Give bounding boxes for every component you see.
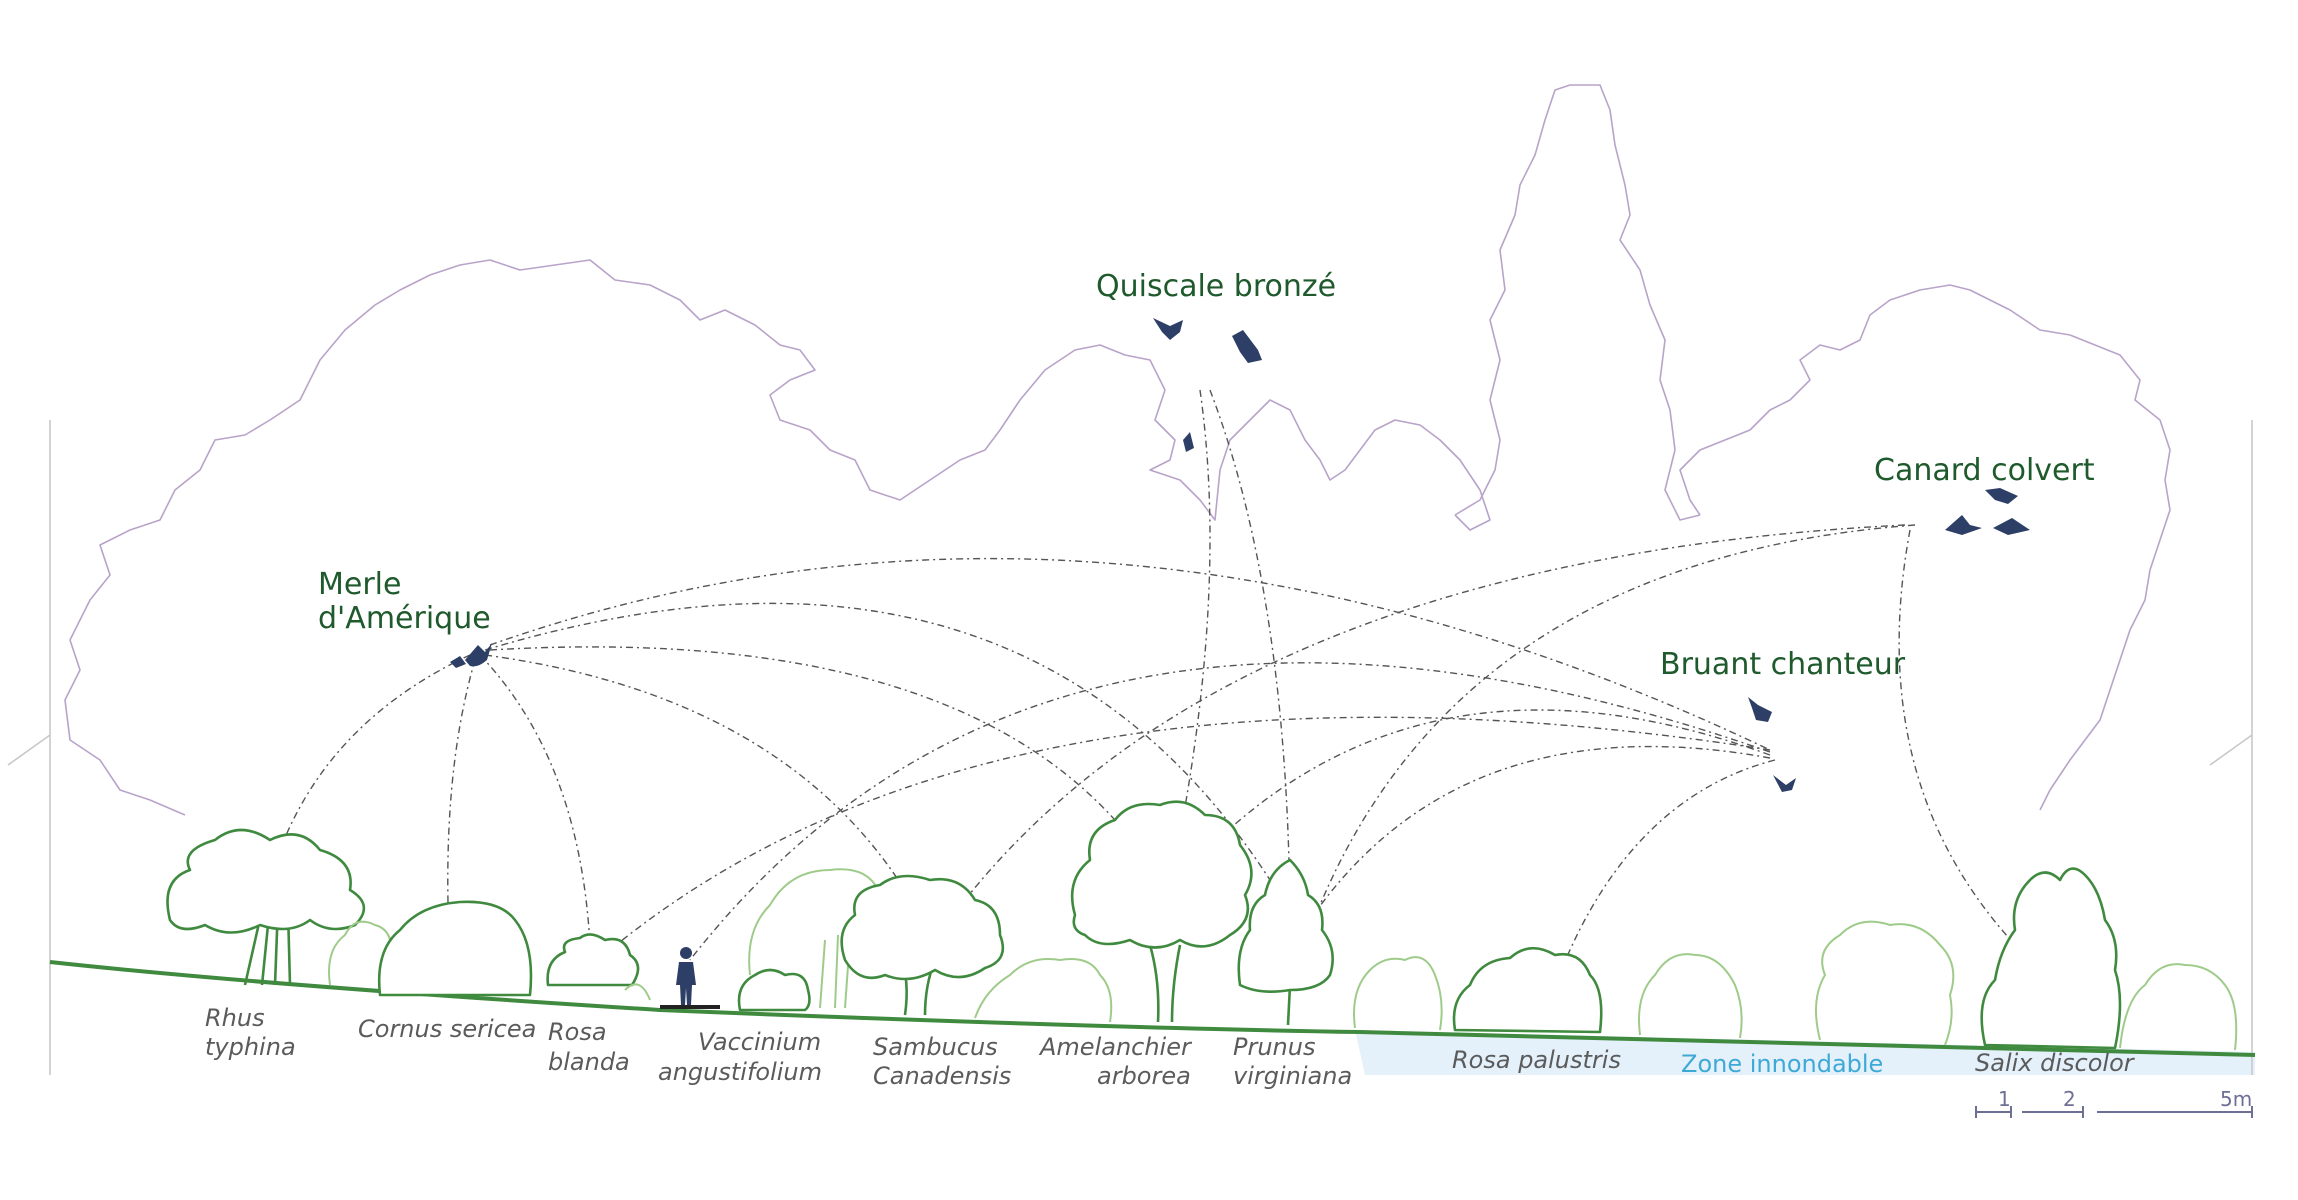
salix-discolor-shrub <box>1980 867 2122 1050</box>
flight-bruant-vaccinium <box>689 662 1771 961</box>
bird-icon-quiscale-2 <box>1232 330 1262 363</box>
light-shrub-end <box>2119 963 2238 1051</box>
label-merle-line2: d'Amérique <box>318 601 491 636</box>
left-break-mark <box>7 420 51 1075</box>
amelanchier-arborea-tree <box>1070 800 1253 1023</box>
bird-icon-canard-2 <box>1945 515 1982 535</box>
light-tree-near-salix <box>1815 920 1955 1046</box>
scale-segment-2 <box>2022 1106 2084 1118</box>
label-prunus-2: virginiana <box>1233 1062 1352 1090</box>
bird-silhouettes <box>450 318 2030 792</box>
label-rosa-blanda-2: blanda <box>548 1048 630 1076</box>
bird-icon-merle-2 <box>450 656 466 668</box>
flight-bruant-palustris <box>1549 759 1776 1001</box>
scale-label-2: 2 <box>2063 1087 2076 1111</box>
flight-merle-cornus <box>447 659 476 956</box>
bird-icon-bruant-2 <box>1773 775 1796 792</box>
label-rosa-blanda-1: Rosa <box>548 1018 607 1046</box>
rosa-blanda-shrub <box>546 933 651 1001</box>
scale-label-1: 1 <box>1998 1087 2011 1111</box>
bird-icon-bruant-1 <box>1748 697 1772 722</box>
label-quiscale-bronze: Quiscale bronzé <box>1096 269 1336 304</box>
label-amelanchier-1: Amelanchier <box>1038 1033 1193 1061</box>
sambucus-canadensis-tree <box>840 874 1005 1016</box>
label-salix-discolor: Salix discolor <box>1975 1049 2136 1077</box>
label-zone-innondable: Zone innondable <box>1681 1050 1883 1078</box>
label-sambucus-1: Sambucus <box>873 1033 998 1061</box>
right-break-mark <box>2209 420 2253 1075</box>
flood-zone-area <box>1355 1030 2255 1075</box>
label-merle-line1: Merle <box>318 567 401 602</box>
flight-merle-rhus <box>279 654 471 851</box>
vaccinium-shrub <box>737 968 811 1012</box>
flight-paths <box>279 389 2041 1001</box>
flight-canard-salix <box>1898 529 2041 971</box>
label-cornus: Cornus sericea <box>358 1015 536 1043</box>
rosa-palustris-shrub <box>1452 946 1603 1034</box>
prunus-virginiana-tree <box>1237 858 1334 1026</box>
canopy-center-tall <box>1454 84 1701 521</box>
light-shrub-palustris-2 <box>1638 953 1743 1039</box>
bird-icon-quiscale-1 <box>1153 318 1183 340</box>
scale-segment-1 <box>1975 1106 2012 1118</box>
cornus-sericea-shrub <box>377 900 533 997</box>
light-shrub-2 <box>748 868 881 976</box>
label-rhus-2: typhina <box>205 1033 296 1061</box>
canopy-left <box>64 259 1491 816</box>
label-amelanchier-2: arborea <box>1097 1062 1191 1090</box>
label-rhus-1: Rhus <box>205 1004 265 1032</box>
bird-icon-canard-3 <box>1993 518 2030 535</box>
scale-bar: 1 2 5m <box>1975 1087 2253 1118</box>
label-vaccinium-2: angustifolium <box>658 1058 822 1086</box>
label-rosa-palustris: Rosa palustris <box>1452 1046 1621 1074</box>
flight-canard-sambucus <box>934 524 1906 941</box>
flight-bruant-amelanchier <box>1169 709 1771 891</box>
label-vaccinium-1: Vaccinium <box>698 1028 821 1056</box>
human-figure <box>660 947 720 1009</box>
bird-icon-canard-1 <box>1985 488 2018 504</box>
flight-quiscale-prunus <box>1209 389 1291 936</box>
rhus-typhina-shrub <box>166 828 366 986</box>
scale-label-5m: 5m <box>2220 1087 2252 1111</box>
flight-bruant-prunus <box>1299 745 1771 936</box>
scale-segment-5 <box>2097 1106 2253 1118</box>
canopy-right <box>1679 284 2171 811</box>
flight-merle-amelanchier <box>489 646 1161 881</box>
background-canopy <box>64 84 2171 816</box>
label-sambucus-2: Canadensis <box>873 1062 1011 1090</box>
flight-merle-sambucus <box>484 654 936 946</box>
label-prunus-1: Prunus <box>1233 1033 1315 1061</box>
vegetation <box>166 800 2238 1051</box>
flight-merle-prunus <box>484 602 1301 931</box>
ground-line <box>49 960 2256 1057</box>
flight-canard-prunus <box>1309 524 1916 931</box>
flight-merle-bruant <box>489 557 1771 751</box>
flight-merle-rosa <box>479 654 591 946</box>
bird-icon-quiscale-3 <box>1183 432 1194 452</box>
label-bruant-chanteur: Bruant chanteur <box>1660 647 1906 682</box>
label-canard-colvert: Canard colvert <box>1874 453 2095 488</box>
light-shrub-4 <box>974 958 1113 1023</box>
light-shrub-palustris-1 <box>1353 956 1443 1031</box>
bird-icon-merle-1 <box>465 643 492 667</box>
